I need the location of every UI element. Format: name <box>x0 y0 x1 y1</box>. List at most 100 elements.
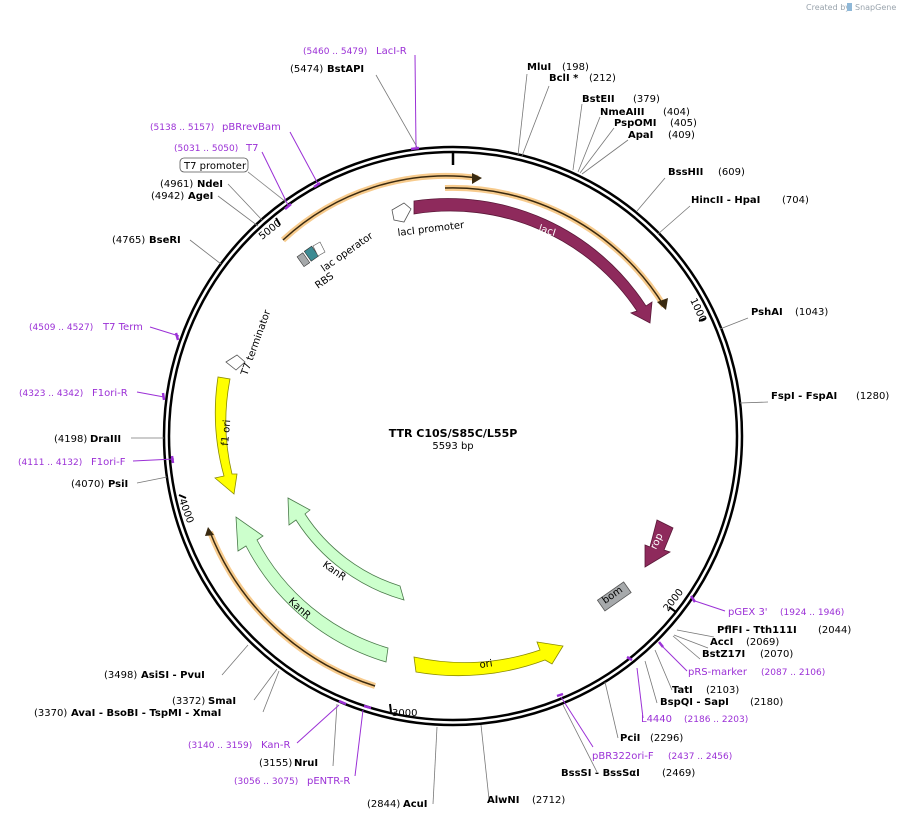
primer-mark <box>170 455 175 464</box>
primer-mark <box>284 203 292 210</box>
primer-name: F1ori-R <box>92 388 128 399</box>
primer-leader-line <box>354 709 364 777</box>
primer-leader-line <box>149 326 180 337</box>
site-pos: (4961) <box>160 179 193 190</box>
bom-feature <box>596 581 632 612</box>
site-pos: (405) <box>670 118 697 129</box>
site-leader-line <box>262 670 280 713</box>
site-leader-line <box>227 183 263 221</box>
primer-name: F1ori-F <box>91 457 126 468</box>
site-pos: (2044) <box>818 625 851 636</box>
site-leader-line <box>432 726 438 805</box>
ruler-tick <box>178 494 187 499</box>
site-name: BspQI - SapI <box>660 697 729 708</box>
primer-leader-line <box>261 151 289 206</box>
t7-promoter-label: T7 promoter <box>183 161 247 172</box>
created-by-text: Created by <box>806 3 850 12</box>
site-name: PspOMI <box>614 118 656 129</box>
primer-range: (4509 .. 4527) <box>29 323 93 333</box>
site-leader-line <box>521 85 550 157</box>
plasmid-name: TTR C10S/S85C/L55P <box>389 427 518 440</box>
orf-arrowhead <box>657 298 668 310</box>
f1-ori-feature <box>214 376 238 495</box>
site-pos: (4198) <box>54 434 87 445</box>
site-pos: (198) <box>562 62 589 73</box>
primer-name: pBR322ori-F <box>592 751 654 762</box>
f1-ori-label: f1 ori <box>220 419 233 446</box>
site-leader-line <box>676 629 715 638</box>
kanr-outer-feature <box>235 516 389 663</box>
primer-name: L4440 <box>641 714 672 725</box>
primer-range: (3056 .. 3075) <box>234 777 298 787</box>
site-pos: (2069) <box>746 637 779 648</box>
laci-promoter-label: lacI promoter <box>397 220 466 239</box>
kanr-inner-feature <box>287 497 405 601</box>
rbs-label: RBS <box>313 271 336 291</box>
t7-promoter-leader <box>247 171 287 203</box>
primer-mark <box>338 699 347 706</box>
brand-text: SnapGene <box>855 3 896 12</box>
primer-range: (4323 .. 4342) <box>19 389 83 399</box>
ruler-label-5000: 5000 <box>257 218 284 242</box>
site-name: HincII - HpaI <box>691 195 760 206</box>
site-leader-line <box>672 635 701 660</box>
snapgene-logo: Created by SnapGene <box>806 3 896 12</box>
plasmid-length: 5593 bp <box>432 441 473 452</box>
site-pos: (4765) <box>112 235 145 246</box>
site-leader-line <box>480 724 490 800</box>
primer-leader-line <box>132 458 175 462</box>
primer-leader-line <box>136 391 165 398</box>
site-leader-line <box>673 634 709 649</box>
ruler-tick <box>668 606 677 613</box>
site-pos: (2296) <box>650 733 683 744</box>
primer-range: (3140 .. 3159) <box>188 741 252 751</box>
primer-mark <box>626 655 633 662</box>
site-name: PsiI <box>108 479 128 490</box>
primer-mark <box>410 146 420 151</box>
site-leader-line <box>579 127 615 174</box>
site-name: NdeI <box>197 179 223 190</box>
site-leader-line <box>375 74 418 148</box>
primer-name: Kan-R <box>261 740 290 751</box>
primer-range: (1924 .. 1946) <box>780 608 844 618</box>
site-name: MluI <box>527 62 551 73</box>
orf-arc <box>282 175 479 241</box>
site-name: AccI <box>710 637 733 648</box>
site-pos: (2070) <box>760 649 793 660</box>
lac-operator-feature <box>303 245 319 262</box>
site-name: BstZ17I <box>702 649 745 660</box>
site-name: DraIII <box>90 434 121 445</box>
site-name: BssSI - BssSαI <box>561 768 640 779</box>
lac-operator-label: lac operator <box>319 230 376 274</box>
site-name: ApaI <box>628 130 653 141</box>
primer-name: pENTR-R <box>307 776 350 787</box>
site-name: TatI <box>672 685 693 696</box>
primer-range: (5031 .. 5050) <box>174 144 238 154</box>
primer-range: (4111 .. 4132) <box>18 458 82 468</box>
site-name: PflFI - Tth111I <box>717 625 797 636</box>
site-leader-line <box>189 239 222 265</box>
backbone-outer <box>162 145 744 727</box>
primer-leader-line <box>659 643 688 672</box>
primer-labels: (5460 .. 5479) LacI-R (5138 .. 5157) pBR… <box>18 46 844 787</box>
site-leader-line <box>332 703 338 767</box>
site-leader-line <box>654 649 673 691</box>
backbone-inner <box>167 150 739 722</box>
site-leader-line <box>657 205 691 235</box>
primer-leader-line <box>636 667 644 719</box>
site-leader-line <box>636 177 666 212</box>
site-name: FspI - FspAI <box>771 391 837 402</box>
site-leader-line <box>253 668 278 701</box>
ruler-label-3000: 3000 <box>392 708 417 719</box>
site-name: AvaI - BsoBI - TspMI - XmaI <box>71 708 221 719</box>
site-pos: (1280) <box>856 391 889 402</box>
site-name: BstAPI <box>327 64 364 75</box>
site-pos: (1043) <box>795 307 828 318</box>
primer-name: pRS-marker <box>688 667 748 678</box>
site-leader-line <box>604 681 619 739</box>
rbs-feature <box>296 252 311 268</box>
primer-mark <box>313 181 321 189</box>
site-pos: (379) <box>633 94 660 105</box>
primer-name: pBRrevBam <box>222 122 281 133</box>
primer-name: T7 <box>245 143 258 154</box>
